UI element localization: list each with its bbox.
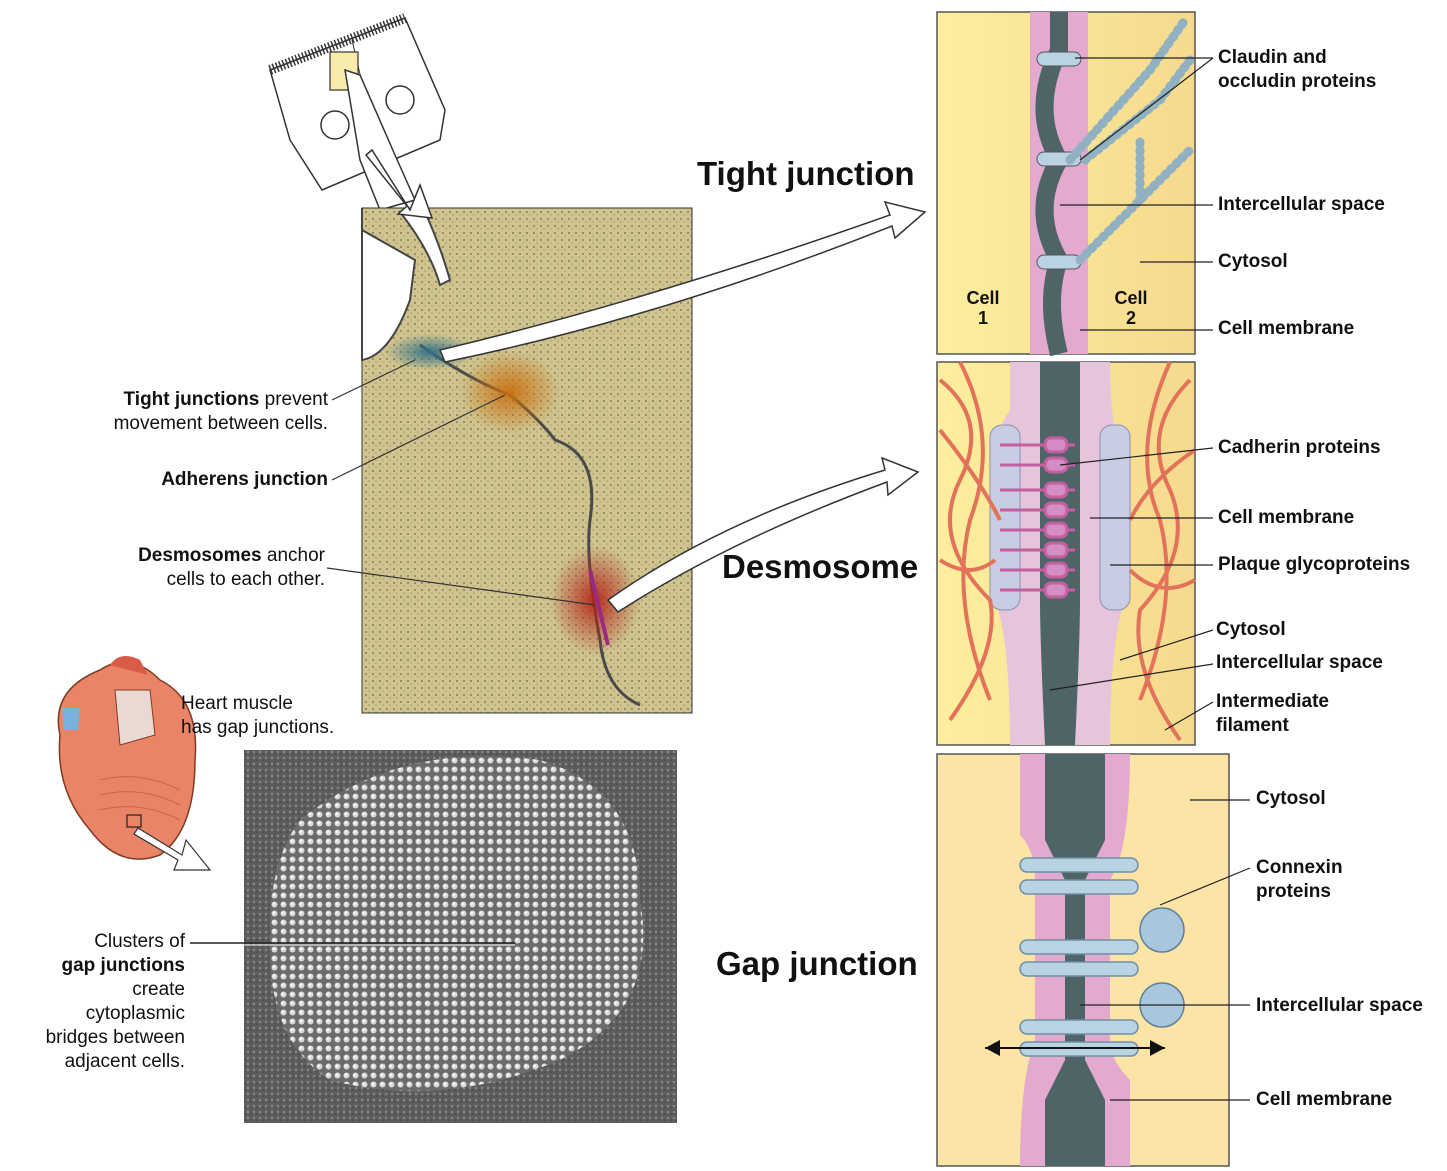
micrograph [362, 208, 692, 713]
heart-illustration [58, 656, 210, 870]
gap-junction-panel [937, 754, 1229, 1166]
label-desmo-cytosol: Cytosol [1216, 618, 1286, 642]
title-tight-junction: Tight junction [697, 155, 915, 193]
label-cadherin: Cadherin proteins [1218, 436, 1381, 460]
label-desmo-intercellular: Intercellular space [1216, 651, 1383, 675]
label-desmosomes: Desmosomes anchor cells to each other. [40, 544, 325, 592]
label-tight-junctions: Tight junctions prevent movement between… [40, 388, 328, 436]
label-tight-cytosol: Cytosol [1218, 250, 1288, 274]
label-plaque: Plaque glycoproteins [1218, 553, 1410, 577]
title-desmosome: Desmosome [722, 548, 918, 586]
title-gap-junction: Gap junction [716, 945, 918, 983]
label-gap-membrane: Cell membrane [1256, 1088, 1392, 1112]
gap-junction-micrograph [190, 750, 677, 1123]
label-adherens-junction: Adherens junction [40, 468, 328, 492]
label-heart-muscle: Heart muscle has gap junctions. [181, 692, 334, 740]
label-gap-intercellular: Intercellular space [1256, 994, 1423, 1018]
epithelium-sketch [270, 18, 445, 210]
label-tight-membrane: Cell membrane [1218, 317, 1354, 341]
label-gap-clusters: Clusters of gap junctions create cytopla… [0, 930, 185, 1074]
label-gap-cytosol: Cytosol [1256, 787, 1326, 811]
label-tight-intercellular: Intercellular space [1218, 193, 1385, 217]
label-desmo-membrane: Cell membrane [1218, 506, 1354, 530]
